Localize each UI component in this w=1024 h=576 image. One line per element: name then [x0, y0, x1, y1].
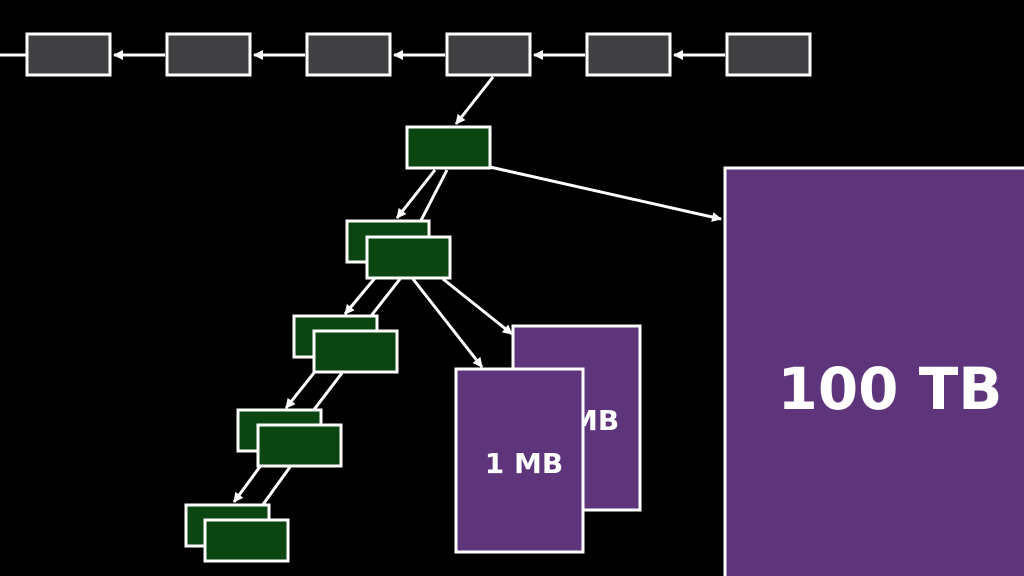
root-to-data-arrow — [489, 165, 722, 222]
chain-block — [165, 32, 252, 77]
chain-to-root-arrow — [454, 76, 495, 125]
small-block-front-label: 1 MB — [485, 447, 563, 480]
tree-node — [203, 518, 290, 563]
tree-root-node — [405, 125, 492, 170]
chain-block — [585, 32, 672, 77]
tree-edges — [232, 76, 722, 518]
tree-node — [365, 235, 452, 280]
large-block-label: 100 TB — [777, 355, 1002, 423]
small-data-block-front — [454, 367, 585, 554]
chain-block — [725, 32, 812, 77]
large-data-block: 100 TB — [723, 166, 1024, 576]
chain-block — [305, 32, 392, 77]
chain-block — [445, 32, 532, 77]
tree-node — [312, 329, 399, 374]
large-data-rect — [723, 166, 1024, 576]
tree-node — [256, 423, 343, 468]
tree-pointer-arrow — [395, 169, 437, 219]
block-chain — [0, 32, 812, 77]
tree-pointer-arrow — [411, 278, 484, 368]
chain-block — [25, 32, 112, 77]
node-tree — [184, 125, 492, 563]
small-data-blocks: 1 MB 1 MB — [454, 324, 642, 554]
tree-pointer-arrow — [442, 277, 513, 336]
